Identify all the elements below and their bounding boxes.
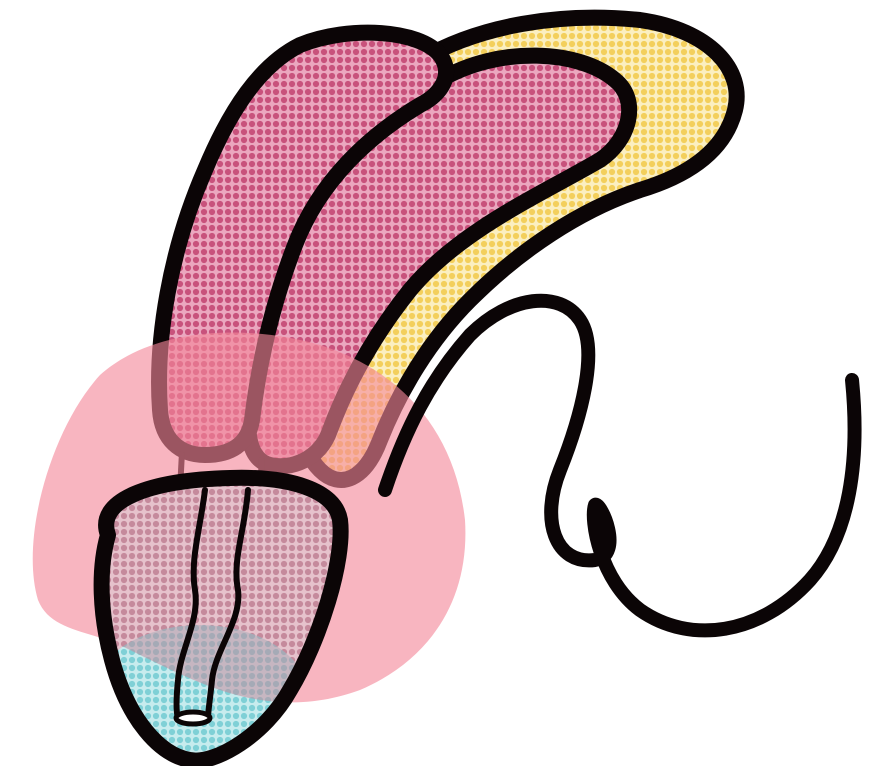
urethra-opening xyxy=(176,712,210,724)
